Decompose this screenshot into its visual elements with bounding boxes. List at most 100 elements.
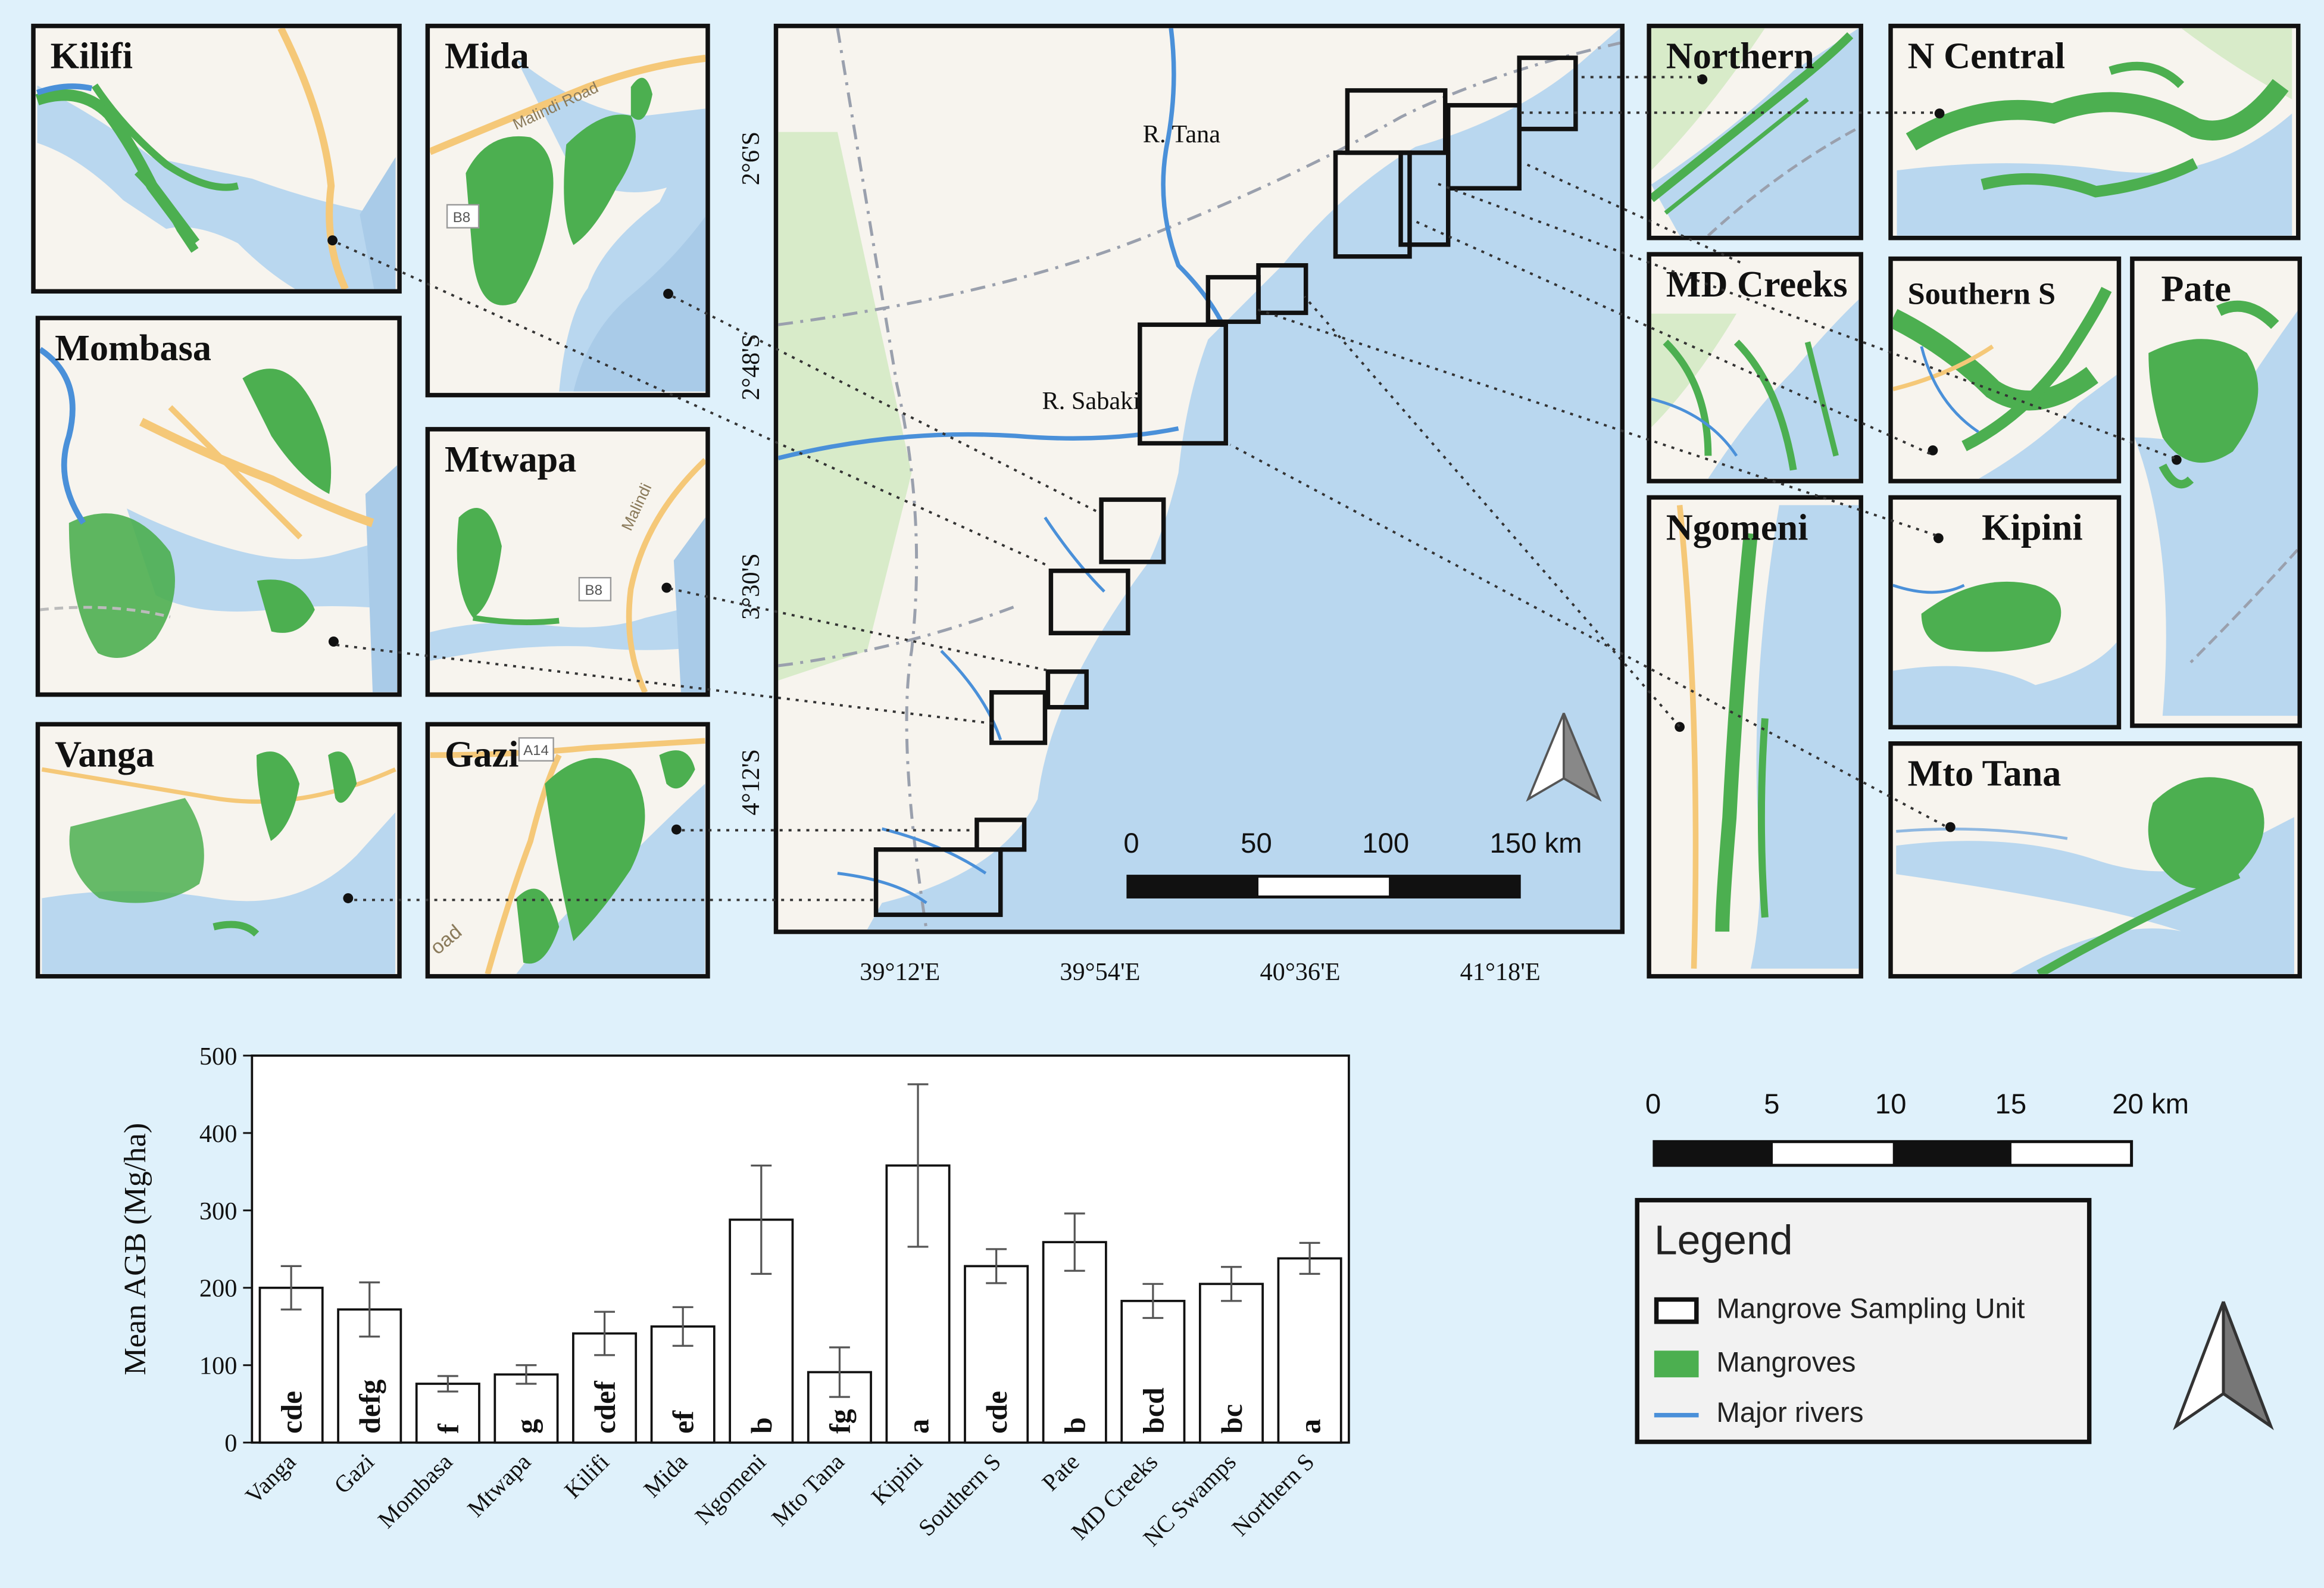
- scale-label-50: 50: [1241, 828, 1272, 860]
- legend-box-icon: [1654, 1297, 1699, 1324]
- inset-ngomeni: Ngomeni: [1647, 495, 1863, 979]
- group-letter: b: [1059, 1417, 1092, 1434]
- legend-label: Mangroves: [1716, 1347, 1856, 1379]
- inset-gazi: A14 oad Gazi: [425, 722, 710, 979]
- inset-label-kipini: Kipini: [1982, 508, 2083, 549]
- road-shield-text: A14: [523, 742, 549, 759]
- group-letter: defg: [354, 1379, 386, 1433]
- inset-mtotana-map: [1896, 777, 2294, 974]
- inset-pate-map: [2134, 300, 2298, 716]
- group-letter: g: [510, 1419, 543, 1434]
- bar: [1120, 1300, 1186, 1444]
- inset-ngomeni-map: [1675, 504, 1859, 969]
- overview-map-svg: [778, 28, 1620, 930]
- x-tick-label: Kipini: [866, 1448, 928, 1510]
- inset-label-kilifi: Kilifi: [50, 37, 133, 77]
- scale2-label-5: 5: [1764, 1090, 1780, 1121]
- inset-kipini: Kipini: [1888, 495, 2122, 730]
- inset-mombasa-map: [40, 347, 398, 692]
- lat-label-2-48: 2°48'S: [736, 333, 765, 401]
- bar: [1198, 1283, 1264, 1444]
- group-letter: bcd: [1137, 1387, 1170, 1434]
- x-tick-label: Gazi: [329, 1448, 379, 1499]
- y-tick-label: 500: [199, 1043, 238, 1071]
- map-legend: Legend Mangrove Sampling Unit Mangroves …: [1635, 1197, 2092, 1445]
- x-tick-label: Southern S: [913, 1448, 1006, 1541]
- inset-label-mombasa: Mombasa: [55, 329, 211, 370]
- bar: [1042, 1241, 1107, 1444]
- inset-mdcreeks: MD Creeks: [1647, 252, 1863, 483]
- inset-label-pate: Pate: [2161, 270, 2231, 310]
- bar: [964, 1265, 1029, 1444]
- group-letter: f: [432, 1423, 465, 1434]
- inset-mtwapa: B8 Malindi Mtwapa: [425, 427, 710, 697]
- inset-mida-map: B8 Malindi Road: [430, 54, 706, 392]
- road-shield-text: B8: [453, 210, 471, 226]
- inset-label-vanga: Vanga: [55, 735, 155, 776]
- lat-label-2-6: 2°6'S: [736, 131, 765, 186]
- inset-ncentral: N Central: [1888, 23, 2301, 241]
- inset-label-gazi: Gazi: [445, 735, 519, 776]
- inset-kilifi: Kilifi: [31, 23, 402, 294]
- inset-label-mida: Mida: [445, 37, 529, 77]
- y-axis-label: Mean AGB (Mg/ha): [118, 1123, 152, 1375]
- y-tick-label: 100: [199, 1352, 238, 1380]
- inset-label-mdcreeks: MD Creeks: [1666, 265, 1848, 305]
- scale2-label-0: 0: [1645, 1090, 1661, 1121]
- group-letter: bc: [1216, 1404, 1248, 1434]
- inset-vanga-map: [41, 751, 396, 974]
- lon-label-39-12: 39°12'E: [860, 957, 941, 986]
- legend-item-rivers: Major rivers: [1654, 1398, 1864, 1431]
- group-letter: ef: [667, 1410, 700, 1434]
- lat-label-3-30: 3°30'S: [736, 553, 765, 620]
- legend-line-icon: [1654, 1412, 1699, 1417]
- legend-title: Legend: [1654, 1217, 1793, 1263]
- road-label-text: oad: [430, 921, 466, 959]
- x-tick-label: Vanga: [240, 1448, 301, 1509]
- road-shield-text: B8: [585, 582, 602, 598]
- lon-label-41-18: 41°18'E: [1460, 957, 1541, 986]
- inset-label-mtotana: Mto Tana: [1907, 754, 2061, 795]
- x-tick-label: Kilifi: [559, 1448, 614, 1503]
- bar: [1277, 1257, 1342, 1444]
- group-letter: fg: [824, 1409, 857, 1434]
- overview-map: R. Tana R. Sabaki 0 50 100 150 km: [773, 23, 1625, 934]
- inset-label-southern: Southern S: [1907, 276, 2056, 311]
- bar: [258, 1286, 324, 1444]
- lon-label-40-36: 40°36'E: [1260, 957, 1341, 986]
- x-tick-label: Mtwapa: [462, 1448, 536, 1522]
- y-tick-label: 300: [199, 1197, 238, 1225]
- bar: [493, 1373, 559, 1444]
- inset-label-northern: Northern: [1666, 37, 1814, 77]
- x-tick-label: Northern S: [1226, 1448, 1319, 1541]
- inset-kilifi-map: [35, 28, 396, 289]
- inset-label-ncentral: N Central: [1907, 37, 2066, 77]
- scale-label-100: 100: [1362, 828, 1410, 860]
- group-letter: a: [1294, 1419, 1327, 1434]
- x-tick-label: Mombasa: [373, 1448, 458, 1533]
- bar: [415, 1383, 480, 1444]
- inset-vanga: Vanga: [35, 722, 402, 979]
- lat-label-4-12: 4°12'S: [736, 748, 765, 816]
- scale-label-150: 150 km: [1489, 828, 1582, 860]
- group-letter: cde: [980, 1391, 1013, 1434]
- inset-southern: Southern S: [1888, 256, 2122, 483]
- north-arrow-icon: [2173, 1301, 2274, 1430]
- inset-label-mtwapa: Mtwapa: [445, 440, 577, 481]
- river-label-sabaki: R. Sabaki: [1042, 386, 1141, 416]
- scale2-label-10: 10: [1875, 1090, 1907, 1121]
- y-tick-label: 200: [199, 1275, 238, 1303]
- scale2-label-20: 20 km: [2112, 1090, 2189, 1121]
- road-label-text: Malindi: [618, 481, 655, 534]
- x-tick-label: Mto Tana: [766, 1448, 849, 1531]
- inset-mombasa: Mombasa: [35, 316, 402, 697]
- x-tick-label: Ngomeni: [689, 1448, 771, 1530]
- inset-pate: Pate: [2130, 256, 2302, 728]
- inset-label-ngomeni: Ngomeni: [1666, 508, 1808, 549]
- group-letter: cde: [276, 1391, 308, 1434]
- inset-mtotana: Mto Tana: [1888, 741, 2302, 979]
- legend-item-mangroves: Mangroves: [1654, 1347, 1856, 1380]
- group-letter: b: [745, 1417, 778, 1434]
- inset-mida: B8 Malindi Road Mida: [425, 23, 710, 398]
- river-label-tana: R. Tana: [1142, 120, 1221, 148]
